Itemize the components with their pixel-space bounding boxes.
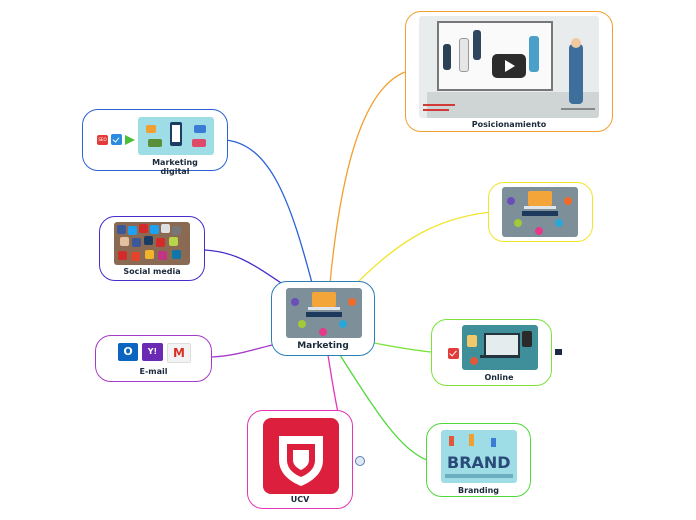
- node-email-label: E-mail: [139, 367, 168, 376]
- check-icon: [111, 134, 122, 145]
- link-email: [211, 344, 273, 358]
- badge-icon[interactable]: [555, 349, 562, 355]
- marketing-illustration: [286, 288, 362, 338]
- link-online: [373, 342, 432, 353]
- node-marketing-digital-label: Marketing digital: [152, 158, 198, 176]
- node-ucv[interactable]: UCV: [247, 410, 353, 509]
- node-online-label: Online: [484, 373, 514, 382]
- brand-letters-art: BRAND: [445, 434, 513, 478]
- online-image: [462, 325, 538, 370]
- branding-image: BRAND: [441, 430, 517, 483]
- node-social-media-label: Social media: [123, 267, 181, 276]
- link-social-media: [204, 249, 285, 286]
- node-email[interactable]: O Y! M E-mail: [95, 335, 212, 382]
- node-branding[interactable]: BRAND Branding: [426, 423, 531, 497]
- node-posicionamiento-label: Posicionamiento: [471, 120, 547, 129]
- wordpress-icon[interactable]: [355, 456, 365, 466]
- seo-badge-icon: SEO: [97, 135, 108, 145]
- node-posicionamiento[interactable]: Posicionamiento: [405, 11, 613, 132]
- link-posicionamiento: [329, 71, 406, 284]
- yahoo-mail-icon: Y!: [142, 343, 163, 361]
- node-social-media[interactable]: Social media: [99, 216, 205, 281]
- node-marketing-digital[interactable]: SEO Marketing digital: [82, 109, 228, 176]
- digital-marketing-image: [138, 117, 214, 155]
- link-branding: [339, 354, 428, 461]
- checkbox-icon: [448, 348, 459, 359]
- play-icon[interactable]: [492, 54, 526, 78]
- marketing-illustration-2: [502, 187, 578, 237]
- central-node-label: Marketing: [297, 341, 349, 351]
- arrow-icon: [125, 135, 135, 145]
- node-marketing-image[interactable]: [488, 182, 593, 242]
- node-ucv-label: UCV: [290, 495, 310, 504]
- brand-letters: BRAND: [447, 453, 511, 472]
- ucv-shield-icon: [279, 436, 323, 486]
- ucv-logo: [263, 418, 339, 494]
- node-branding-label: Branding: [457, 486, 500, 495]
- link-image-node: [357, 210, 503, 283]
- social-media-image: [114, 222, 190, 265]
- video-thumbnail[interactable]: [419, 16, 599, 118]
- link-marketing-digital: [225, 139, 313, 284]
- central-node-marketing[interactable]: Marketing: [271, 281, 375, 356]
- gmail-icon: M: [167, 343, 191, 363]
- outlook-icon: O: [118, 343, 138, 361]
- node-online[interactable]: Online: [431, 319, 552, 386]
